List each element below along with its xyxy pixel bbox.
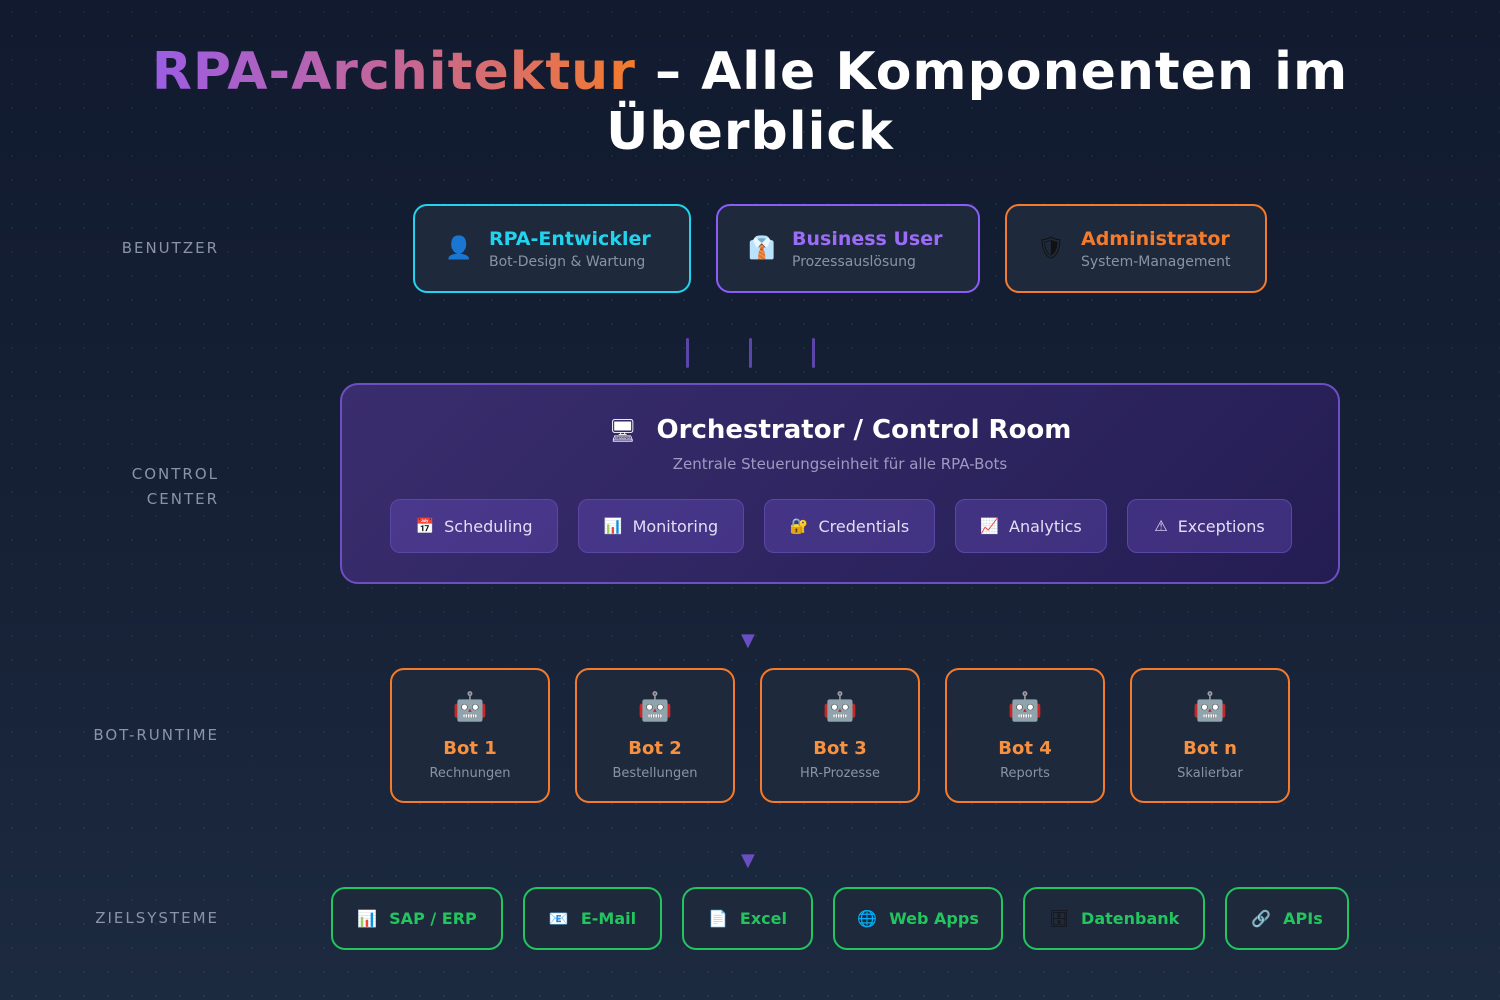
target-excel[interactable]: 📄 Excel (682, 887, 813, 950)
user-card-developer[interactable]: 👤 RPA-Entwickler Bot-Design & Wartung (413, 204, 691, 293)
user-role: Prozessauslösung (792, 254, 916, 270)
document-icon: 📄 (708, 909, 728, 928)
user-name: Business User (792, 228, 943, 250)
arrow-down-icon: ▼ (741, 850, 755, 871)
bot-name: Bot 4 (998, 738, 1052, 759)
target-sap-erp[interactable]: 📊 SAP / ERP (331, 887, 503, 950)
module-label: Credentials (818, 516, 910, 536)
user-card-admin[interactable]: 🛡 Administrator System-Management (1005, 204, 1267, 293)
bot-name: Bot 2 (628, 738, 682, 759)
shield-icon: 🛡 (1037, 236, 1065, 261)
bot-name: Bot 3 (813, 738, 867, 759)
connector-line (686, 338, 689, 368)
target-label: Excel (739, 909, 787, 928)
row-label-control-line2: CENTER (146, 490, 219, 508)
user-card-business[interactable]: 👔 Business User Prozessauslösung (716, 204, 980, 293)
bot-description: HR-Prozesse (800, 766, 880, 781)
module-label: Exceptions (1177, 516, 1265, 536)
target-label: Web Apps (889, 909, 979, 928)
link-icon: 🔗 (1251, 909, 1272, 928)
bot-name: Bot n (1183, 738, 1237, 759)
row-label-users: BENUTZER (121, 239, 219, 257)
orchestrator-title: 🖥 Orchestrator / Control Room (342, 415, 1338, 445)
target-datenbank[interactable]: 🗄 Datenbank (1023, 887, 1205, 950)
calendar-icon: 📅 (415, 517, 435, 535)
user-name: Administrator (1081, 228, 1230, 250)
robot-icon: 🤖 (452, 690, 488, 723)
robot-icon: 🤖 (637, 690, 673, 723)
robot-icon: 🤖 (822, 690, 858, 723)
target-email[interactable]: 📧 E-Mail (523, 887, 662, 950)
bot-card-4[interactable]: 🤖 Bot 4 Reports (945, 668, 1105, 803)
bar-chart-icon: 📊 (357, 909, 378, 928)
target-label: APIs (1283, 909, 1323, 928)
user-role: System-Management (1081, 254, 1231, 270)
target-apis[interactable]: 🔗 APIs (1225, 887, 1349, 950)
target-label: SAP / ERP (389, 909, 477, 928)
robot-icon: 🤖 (1192, 690, 1228, 723)
page-title: RPA-Architektur – Alle Komponenten im Üb… (100, 42, 1400, 162)
robot-icon: 🤖 (1007, 690, 1043, 723)
title-line2: Überblick (606, 102, 894, 162)
bot-description: Bestellungen (612, 766, 698, 781)
module-scheduling[interactable]: 📅 Scheduling (390, 499, 558, 553)
lock-key-icon: 🔐 (789, 517, 809, 535)
target-label: E-Mail (580, 909, 637, 928)
email-icon: 📧 (548, 909, 569, 928)
person-icon: 👤 (445, 236, 473, 261)
row-label-runtime: BOT-RUNTIME (93, 726, 219, 744)
cabinet-icon: 🗄 (1048, 909, 1070, 928)
row-label-targets: ZIELSYSTEME (95, 909, 219, 927)
bot-card-2[interactable]: 🤖 Bot 2 Bestellungen (575, 668, 735, 803)
title-highlight: RPA-Architektur (151, 42, 636, 102)
bot-description: Rechnungen (429, 766, 511, 781)
title-rest: – Alle Komponenten im (635, 42, 1349, 102)
user-role: Bot-Design & Wartung (489, 254, 646, 270)
target-web-apps[interactable]: 🌐 Web Apps (833, 887, 1003, 950)
line-chart-icon: 📈 (980, 517, 1000, 535)
row-label-control-center: CONTROL CENTER (132, 462, 219, 512)
module-credentials[interactable]: 🔐 Credentials (764, 499, 935, 553)
connector-line (812, 338, 815, 368)
bot-name: Bot 1 (443, 738, 497, 759)
monitor-icon: 🖥 (608, 419, 637, 444)
module-exceptions[interactable]: ⚠ Exceptions (1127, 499, 1292, 553)
warning-icon: ⚠ (1154, 517, 1168, 535)
globe-icon: 🌐 (857, 909, 878, 928)
module-monitoring[interactable]: 📊 Monitoring (578, 499, 744, 553)
bot-description: Reports (1000, 766, 1050, 781)
business-person-icon: 👔 (748, 236, 776, 261)
bot-card-1[interactable]: 🤖 Bot 1 Rechnungen (390, 668, 550, 803)
module-label: Monitoring (632, 516, 719, 536)
target-label: Datenbank (1081, 909, 1180, 928)
orchestrator-subtitle: Zentrale Steuerungseinheit für alle RPA-… (672, 455, 1008, 473)
user-name: RPA-Entwickler (489, 228, 651, 250)
module-analytics[interactable]: 📈 Analytics (955, 499, 1107, 553)
arrow-down-icon: ▼ (741, 630, 755, 651)
row-label-control-line1: CONTROL (131, 465, 219, 483)
module-label: Scheduling (444, 516, 533, 536)
bot-card-3[interactable]: 🤖 Bot 3 HR-Prozesse (760, 668, 920, 803)
bot-card-n[interactable]: 🤖 Bot n Skalierbar (1130, 668, 1290, 803)
orchestrator-panel: 🖥 Orchestrator / Control Room Zentrale St… (340, 383, 1340, 584)
bot-description: Skalierbar (1177, 766, 1243, 781)
orchestrator-title-text: Orchestrator / Control Room (656, 415, 1072, 445)
connector-line (749, 338, 752, 368)
module-label: Analytics (1009, 516, 1082, 536)
bar-chart-icon: 📊 (603, 517, 623, 535)
